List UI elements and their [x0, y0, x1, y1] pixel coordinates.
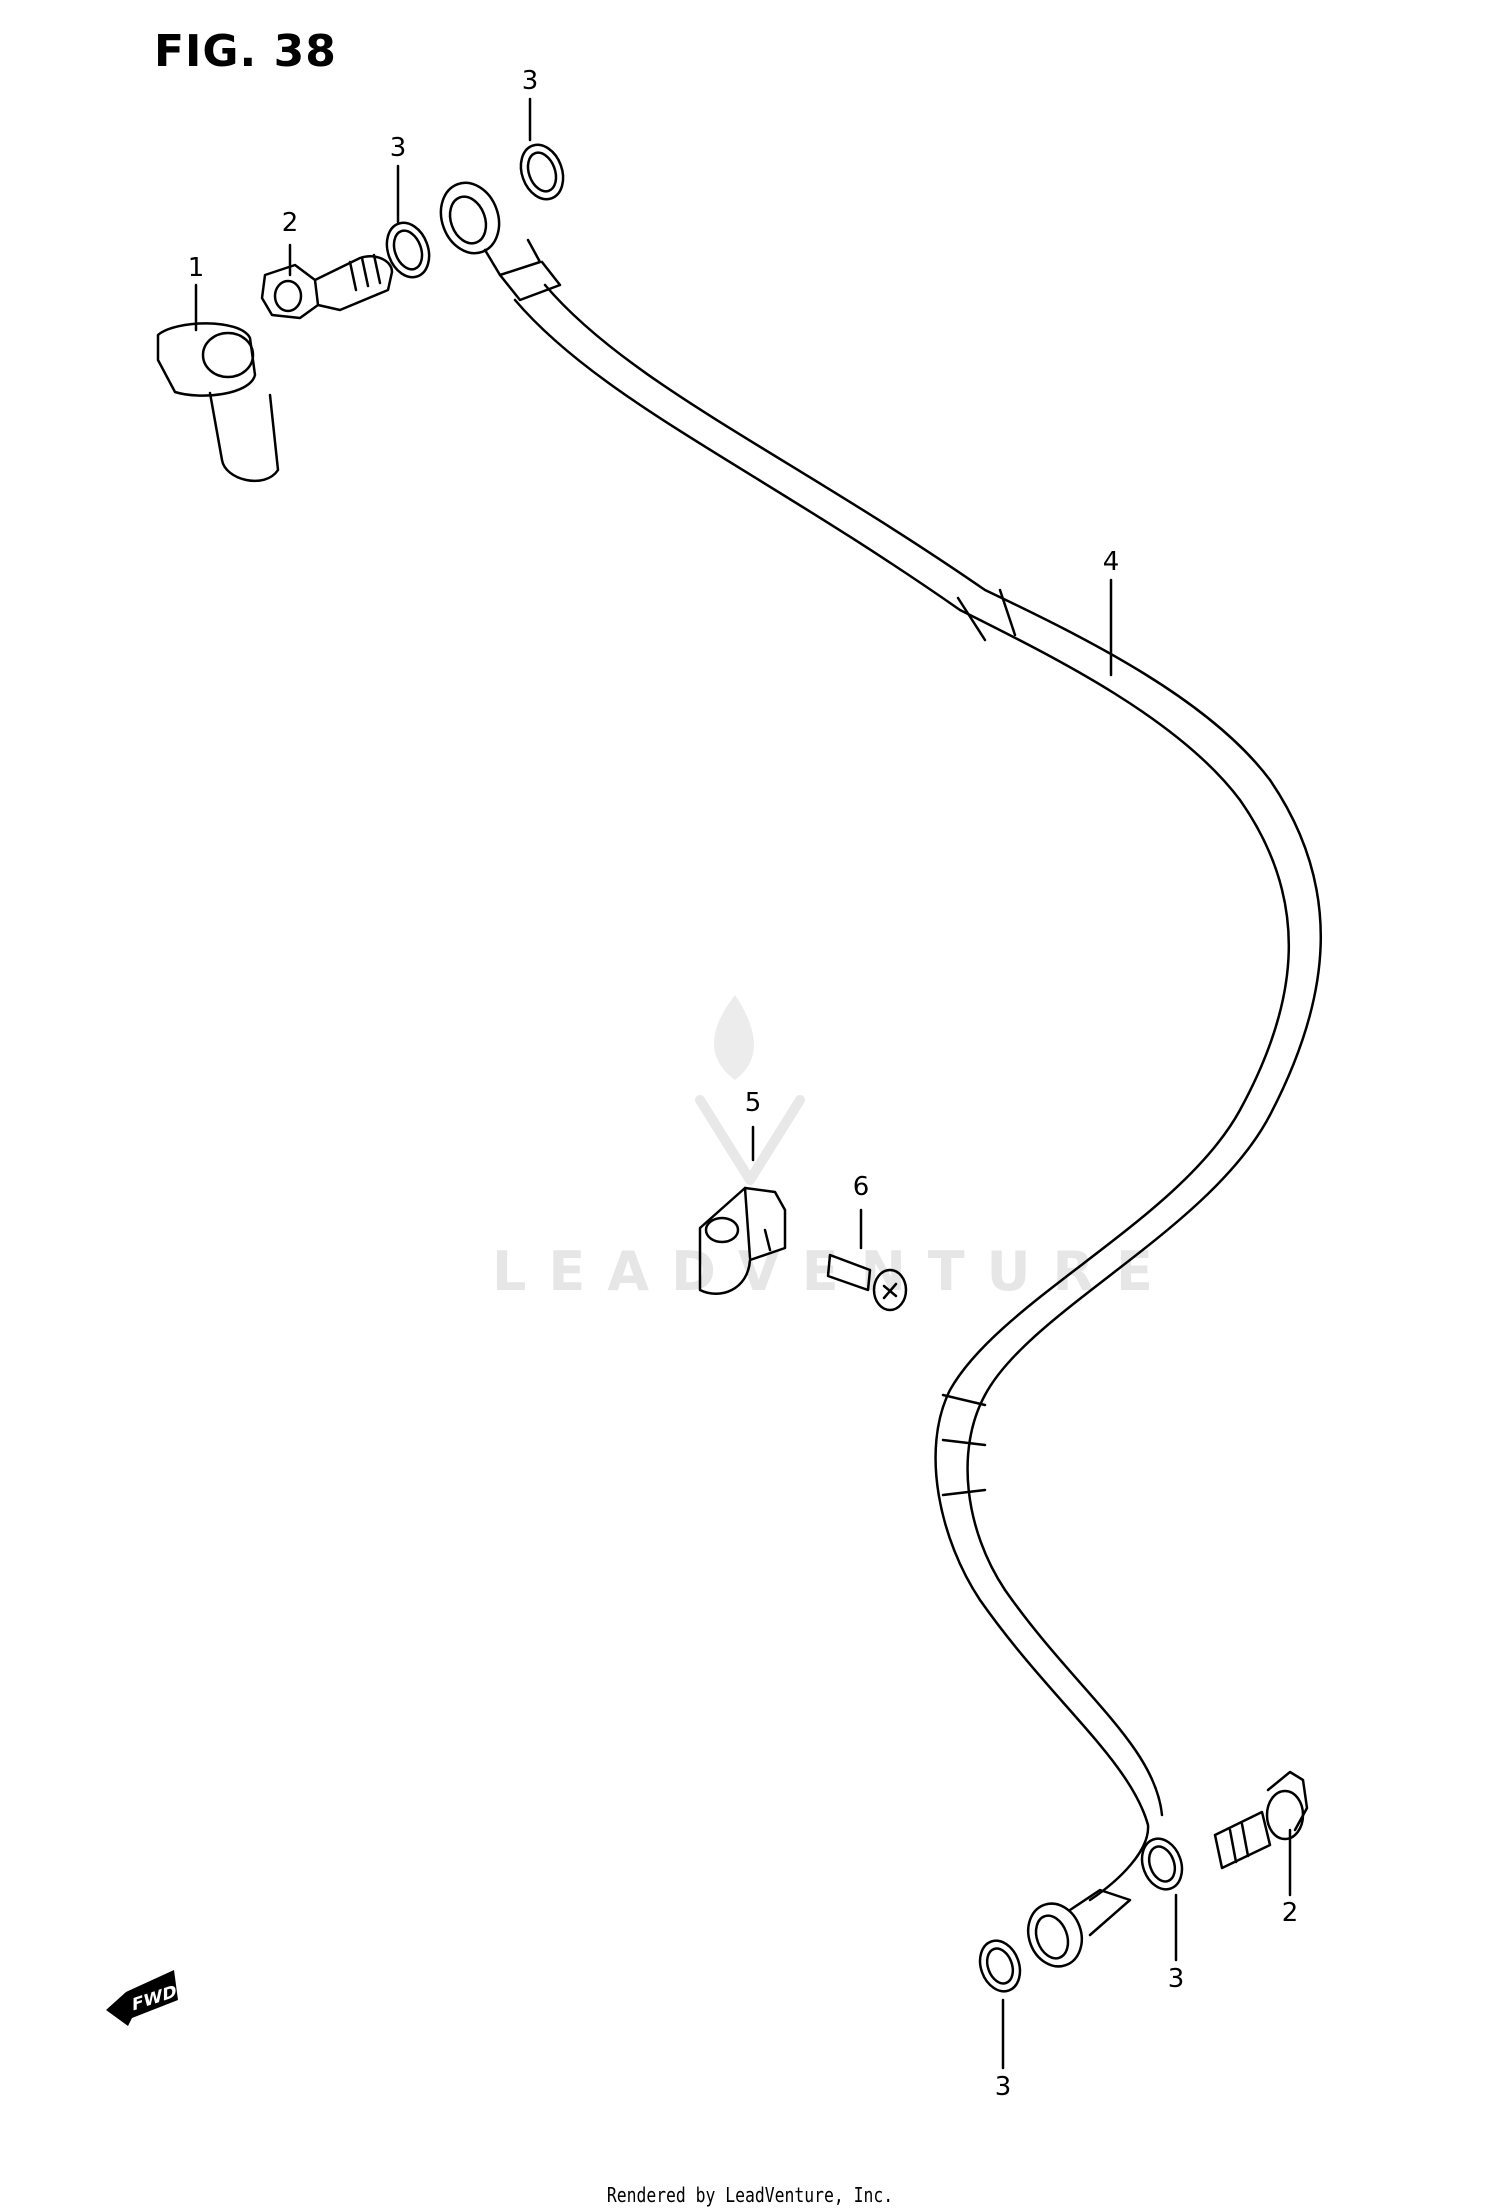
callout-2-upper: 2 [281, 208, 299, 238]
watermark-text: LEADVENTURE [492, 1240, 1175, 1303]
hose-clamp-icon [698, 1186, 787, 1295]
washer-icon [519, 143, 565, 201]
brake-hose-icon [513, 283, 1322, 1902]
footer-credit: Rendered by LeadVenture, Inc. [606, 2183, 894, 2207]
fwd-arrow-icon: FWD [106, 1970, 178, 2026]
boot-cap-icon [156, 322, 280, 483]
washer-icon [1140, 1837, 1184, 1891]
banjo-fitting-icon [439, 181, 562, 302]
callout-3-upper-right: 3 [521, 66, 539, 96]
banjo-fitting-icon [1026, 1888, 1132, 1968]
callout-4: 4 [1102, 547, 1120, 577]
callout-3-lower-left: 3 [994, 2072, 1012, 2102]
forward-direction-marker: FWD [104, 1966, 184, 2032]
union-bolt-icon [1213, 1770, 1309, 1870]
callout-6: 6 [852, 1172, 870, 1202]
callout-1: 1 [187, 253, 205, 283]
clamp-screw-icon [826, 1253, 908, 1312]
callout-2-lower: 2 [1281, 1898, 1299, 1928]
washer-icon [978, 1939, 1022, 1993]
washer-icon [385, 221, 431, 279]
union-bolt-icon [260, 253, 394, 320]
callout-3-upper-left: 3 [389, 133, 407, 163]
figure-title: FIG. 38 [154, 26, 337, 77]
callout-5: 5 [744, 1088, 762, 1118]
callout-3-lower-right: 3 [1167, 1964, 1185, 1994]
watermark-logo-icon [695, 995, 805, 1185]
